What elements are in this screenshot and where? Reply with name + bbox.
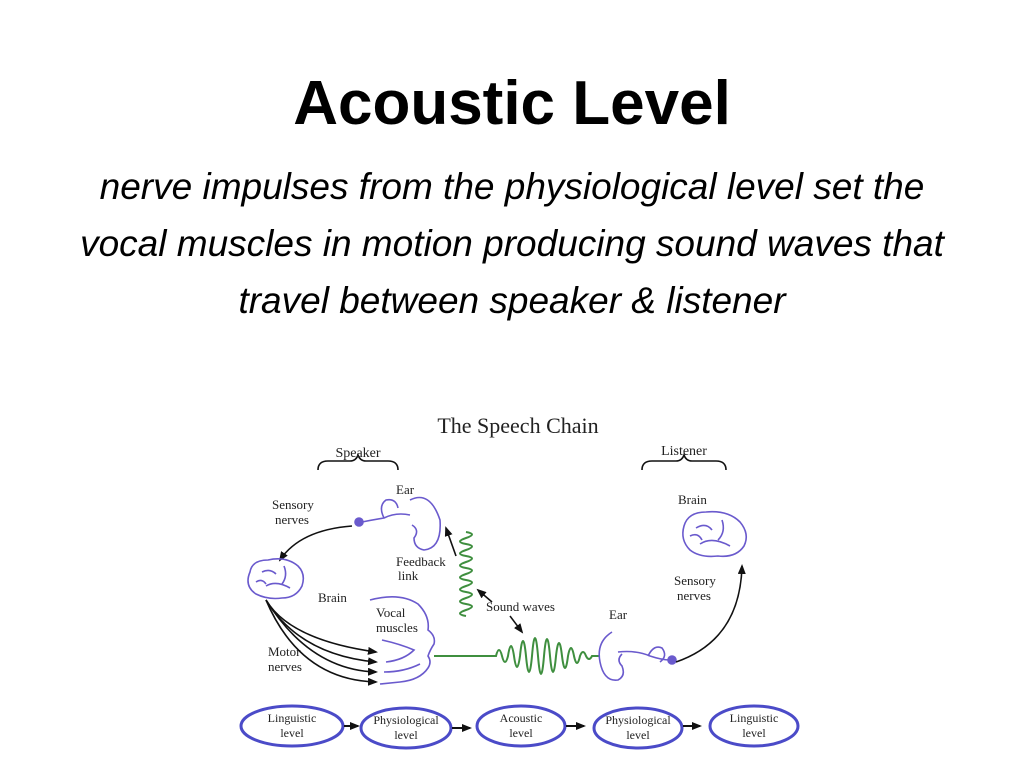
speaker-ear-icon bbox=[354, 496, 441, 551]
listener-sensory-label-1: Sensory bbox=[674, 573, 716, 588]
motor-nerves-label-1: Motor bbox=[268, 644, 301, 659]
level-linguistic-listener: Linguistic level bbox=[708, 704, 800, 748]
level-acoustic: Acoustic level bbox=[475, 704, 567, 748]
level-linguistic-speaker: Linguistic level bbox=[239, 704, 345, 748]
slide-title: Acoustic Level bbox=[293, 69, 731, 138]
vocal-muscles-label-2: muscles bbox=[376, 620, 418, 635]
feedback-label-1: Feedback bbox=[396, 554, 446, 569]
vocal-tract-icon bbox=[369, 596, 436, 685]
svg-text:Linguistic: Linguistic bbox=[268, 711, 317, 725]
speaker-sensory-label-2: nerves bbox=[275, 512, 309, 527]
svg-text:level: level bbox=[509, 726, 533, 740]
motor-nerves-label-2: nerves bbox=[268, 659, 302, 674]
motor-nerve-arrows bbox=[265, 599, 378, 686]
svg-text:level: level bbox=[626, 728, 650, 742]
listener-sensory-arrow bbox=[675, 564, 746, 663]
level-physiological-speaker: Physiological level bbox=[359, 706, 453, 750]
listener-ear-icon bbox=[598, 631, 677, 681]
sound-waves-label: Sound waves bbox=[486, 599, 555, 614]
speaker-brain-label: Brain bbox=[318, 590, 347, 605]
listener-brain-label: Brain bbox=[678, 492, 707, 507]
svg-text:Physiological: Physiological bbox=[605, 713, 671, 727]
sound-wave-arrow-down bbox=[509, 615, 524, 634]
svg-text:Physiological: Physiological bbox=[373, 713, 439, 727]
listener-brace bbox=[641, 452, 727, 471]
speaker-sensory-label-1: Sensory bbox=[272, 497, 314, 512]
speaker-brace bbox=[317, 452, 399, 471]
feedback-arrow bbox=[444, 526, 457, 557]
listener-ear-label: Ear bbox=[609, 607, 628, 622]
vocal-muscles-label-1: Vocal bbox=[376, 605, 406, 620]
svg-text:Linguistic: Linguistic bbox=[730, 711, 779, 725]
feedback-label-2: link bbox=[398, 568, 419, 583]
feedback-wave bbox=[459, 531, 473, 617]
diagram-title: The Speech Chain bbox=[437, 413, 598, 438]
svg-text:level: level bbox=[280, 726, 304, 740]
speaker-ear-label: Ear bbox=[396, 482, 415, 497]
listener-label: Listener bbox=[661, 444, 707, 459]
slide-subtitle: nerve impulses from the physiological le… bbox=[80, 166, 944, 321]
speaker-brain-icon bbox=[247, 558, 305, 600]
listener-sensory-label-2: nerves bbox=[677, 588, 711, 603]
listener-brain-icon bbox=[682, 510, 748, 558]
speaker-sensory-arrow bbox=[278, 525, 353, 562]
sound-wave bbox=[434, 637, 600, 675]
speaker-label: Speaker bbox=[335, 446, 380, 461]
sound-wave-arrow-up bbox=[476, 588, 493, 603]
svg-text:level: level bbox=[742, 726, 766, 740]
level-physiological-listener: Physiological level bbox=[592, 706, 684, 750]
svg-text:Acoustic: Acoustic bbox=[500, 711, 543, 725]
svg-text:level: level bbox=[394, 728, 418, 742]
